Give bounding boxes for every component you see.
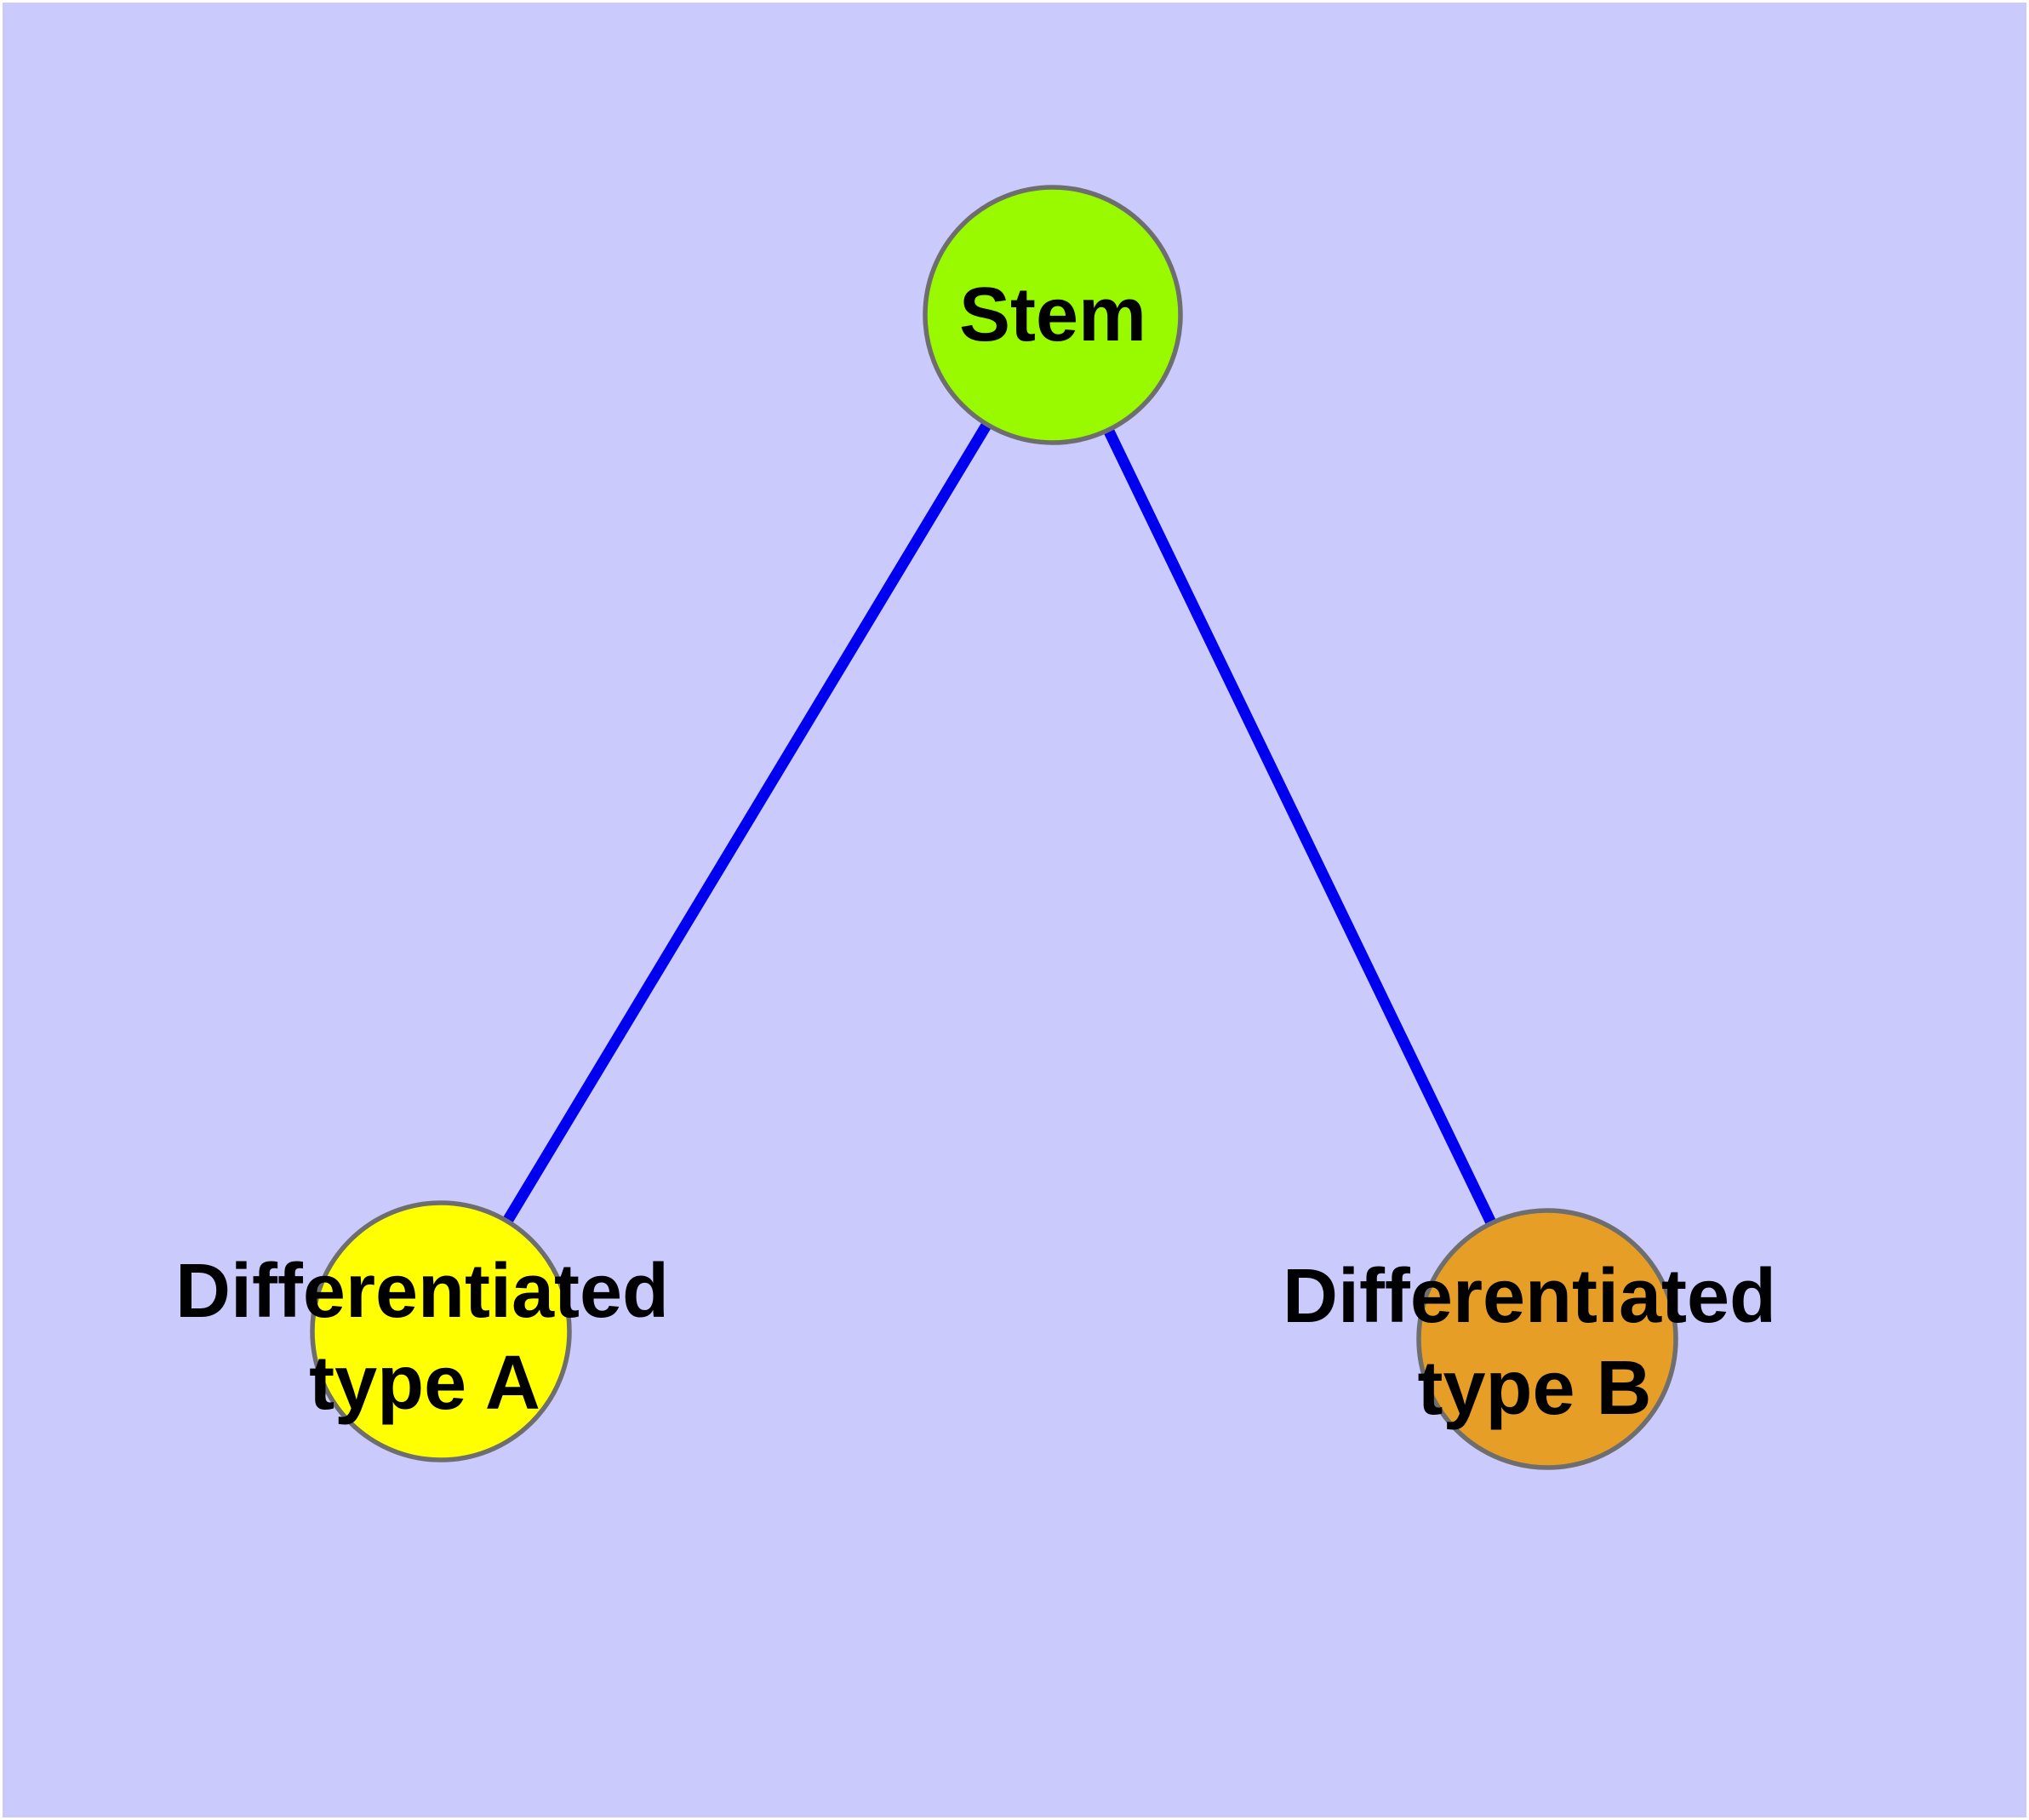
node-type-b-label-line1: Differentiated [1283, 1254, 1776, 1339]
edge-stem-to-typeA [436, 312, 1058, 1335]
node-type-b-label-line2: type B [1417, 1346, 1651, 1431]
node-differentiated-type-b [1416, 1208, 1678, 1470]
node-stem-label: Stem [959, 272, 1146, 358]
node-differentiated-type-a [310, 1200, 572, 1462]
node-stem [923, 185, 1183, 445]
node-type-a-label-line2: type A [309, 1341, 540, 1426]
node-type-a-label-line1: Differentiated [175, 1249, 669, 1334]
edge-stem-to-typeB [1048, 312, 1552, 1342]
